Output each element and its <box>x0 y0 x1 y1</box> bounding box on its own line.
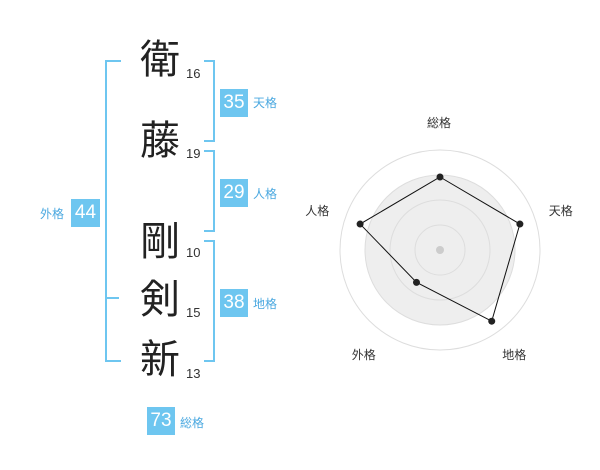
stroke-count-5: 13 <box>186 366 201 381</box>
stroke-count-4: 15 <box>186 305 201 320</box>
name-char-3: 剛 <box>140 219 180 265</box>
radar-axis-label-2: 天格 <box>548 204 573 219</box>
radar-axis-label-4: 外格 <box>351 347 376 362</box>
radar-ring-2 <box>389 199 491 301</box>
radar-axis-label-1: 総格 <box>427 116 452 130</box>
stroke-count-1: 16 <box>186 66 201 81</box>
gaikaku-bracket-mid <box>105 297 119 299</box>
stroke-count-2: 19 <box>186 146 201 161</box>
jinkaku-label: 人格 <box>253 187 278 201</box>
chikaku-label: 地格 <box>253 297 278 311</box>
radar-axis-label-3: 地格 <box>502 347 527 362</box>
radar-point-2 <box>516 220 524 228</box>
radar-axis-label-5: 人格 <box>305 204 330 219</box>
radar-point-1 <box>436 173 444 181</box>
gaikaku-label: 外格 <box>40 207 65 221</box>
radar-ring-1 <box>414 224 466 276</box>
radar-point-5 <box>356 220 364 228</box>
name-char-4: 剣 <box>140 277 180 323</box>
tenkaku-label: 天格 <box>253 96 278 110</box>
chikaku-badge: 38 <box>220 289 248 317</box>
radar-point-3 <box>488 317 496 325</box>
jinkaku-bracket <box>204 150 215 232</box>
tenkaku-badge: 35 <box>220 89 248 117</box>
radar-chart <box>339 149 541 351</box>
radar-center <box>436 246 444 254</box>
soukaku-badge: 73 <box>147 407 175 435</box>
radar-point-4 <box>412 278 420 286</box>
name-char-1: 衛 <box>140 37 180 83</box>
radar-series-line <box>359 176 521 322</box>
chikaku-bracket <box>204 240 215 362</box>
radar-ring-4 <box>339 149 541 351</box>
gaikaku-badge: 44 <box>71 199 100 227</box>
gaikaku-bracket <box>105 60 121 362</box>
name-char-2: 藤 <box>140 118 180 164</box>
name-char-5: 新 <box>140 337 180 383</box>
soukaku-label: 総格 <box>180 416 205 430</box>
tenkaku-bracket <box>204 60 215 142</box>
jinkaku-badge: 29 <box>220 179 248 207</box>
stroke-count-3: 10 <box>186 245 201 260</box>
